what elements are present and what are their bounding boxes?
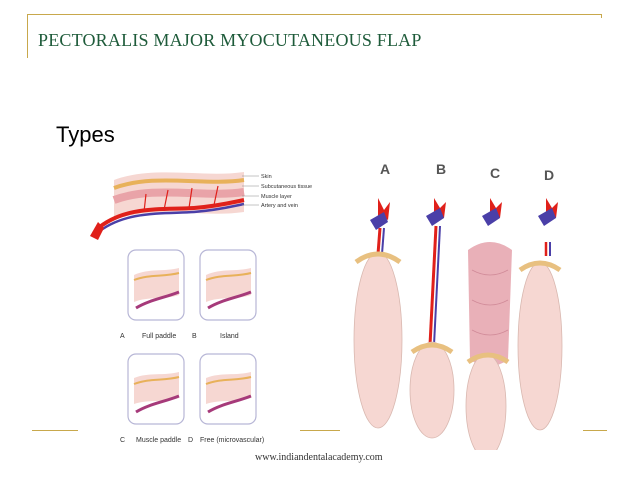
- panel-d-letter: D: [188, 437, 193, 444]
- artery-line: [94, 198, 245, 232]
- footer-rule-right: [583, 430, 607, 431]
- panel-a-letter: A: [120, 333, 125, 340]
- flap-layers-diagram: Skin Subcutaneous tissue Muscle layer Ar…: [90, 172, 312, 444]
- label-muscle: Muscle layer: [261, 194, 292, 200]
- flap-c: [465, 198, 512, 450]
- label-subcutaneous: Subcutaneous tissue: [261, 184, 312, 190]
- slide-subtitle: Types: [56, 122, 115, 147]
- label-artery-vein: Artery and vein: [261, 203, 298, 209]
- vein-line: [95, 202, 245, 235]
- panel-a-name: Full paddle: [142, 333, 176, 340]
- muscle-band: [112, 188, 245, 204]
- panel-c-letter: C: [120, 437, 125, 444]
- flap-d: [517, 198, 563, 431]
- frame-left-line: [27, 14, 28, 58]
- subcutaneous-band: [113, 178, 245, 190]
- footer-url: www.indiandentalacademy.com: [255, 452, 383, 463]
- panel-d-name: Free (microvascular): [200, 437, 264, 444]
- type-letter-c: C: [490, 165, 500, 181]
- flap-b: [409, 198, 455, 439]
- vessel-stump: [90, 222, 104, 240]
- panel-a: A Full paddle: [120, 249, 185, 340]
- label-skin: Skin: [261, 174, 272, 180]
- frame-right-tick: [601, 14, 602, 18]
- flap-a: [353, 198, 403, 429]
- perforator-lines: [143, 185, 219, 213]
- type-letter-d: D: [544, 167, 554, 183]
- panel-d: D Free (microvascular): [188, 353, 264, 444]
- panel-c: C Muscle paddle: [120, 353, 185, 444]
- type-letter-a: A: [380, 161, 390, 177]
- flap-types-diagram: A B C D: [353, 161, 563, 450]
- panel-b-letter: B: [192, 333, 197, 340]
- panel-b-name: Island: [220, 333, 239, 340]
- footer-rule-left: [32, 430, 78, 431]
- frame-top-line: [27, 14, 601, 15]
- panel-c-name: Muscle paddle: [136, 437, 181, 444]
- slide-title: PECTORALIS MAJOR MYOCUTANEOUS FLAP: [38, 30, 422, 50]
- layer-labels: Skin Subcutaneous tissue Muscle layer Ar…: [242, 174, 312, 209]
- panel-b: B Island: [192, 249, 257, 340]
- type-letter-b: B: [436, 161, 446, 177]
- footer-rule-mid: [300, 430, 340, 431]
